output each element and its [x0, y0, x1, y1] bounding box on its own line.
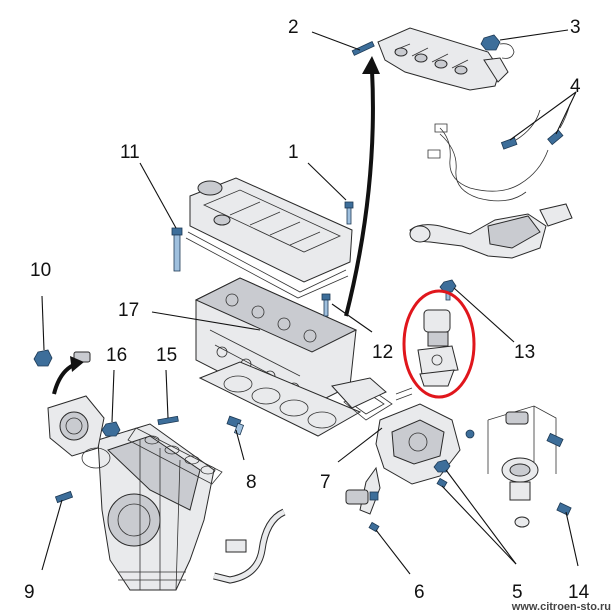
intake-manifold — [97, 423, 215, 591]
head-gasket — [198, 361, 362, 437]
callout-13: 13 — [514, 342, 535, 363]
leader-lines — [41, 29, 579, 575]
oxygen-sensor-harness — [427, 103, 571, 202]
callout-10: 10 — [30, 260, 51, 281]
fitting-16 — [101, 421, 121, 437]
bolt-12 — [321, 293, 331, 317]
coolant-pipe — [213, 508, 286, 584]
exhaust-manifold — [377, 27, 509, 91]
arrow-head-hose — [70, 356, 84, 372]
egr-valve — [417, 309, 459, 387]
stud-15 — [157, 415, 179, 426]
valve-cover-gasket — [185, 231, 349, 299]
bolts-5 — [433, 429, 475, 489]
bolt-6 — [368, 521, 380, 533]
callout-11: 11 — [120, 142, 140, 163]
callout-16: 16 — [106, 345, 127, 366]
callout-15: 15 — [156, 345, 177, 366]
bolt-8 — [226, 415, 245, 436]
arrow-head-top — [362, 56, 380, 74]
throttle-body — [47, 395, 111, 469]
stud-2 — [351, 41, 375, 56]
temperature-sensor — [345, 489, 379, 505]
bracket-plate — [331, 377, 413, 409]
callout-5: 5 — [512, 582, 523, 603]
callout-6: 6 — [414, 582, 425, 603]
callout-3: 3 — [570, 17, 581, 38]
callout-8: 8 — [246, 472, 257, 493]
bolt-1 — [344, 201, 354, 225]
arrow-to-manifold — [344, 69, 375, 317]
nut-3 — [480, 34, 515, 59]
callout-17: 17 — [118, 300, 139, 321]
valve-cover — [189, 177, 353, 283]
callout-1: 1 — [288, 142, 299, 163]
callout-2: 2 — [288, 17, 299, 38]
bolt-9 — [54, 490, 74, 504]
egr-highlight-ring — [402, 289, 476, 399]
callout-7: 7 — [320, 472, 331, 493]
bolt-14 — [556, 502, 572, 516]
intake-gasket — [127, 427, 223, 485]
callout-4: 4 — [570, 76, 581, 97]
egr-pump-assembly — [487, 405, 564, 528]
bolt-11 — [171, 227, 183, 272]
watermark: www.citroen-sto.ru — [511, 601, 611, 613]
callout-9: 9 — [24, 582, 35, 603]
bolt-10 — [33, 349, 53, 367]
callout-12: 12 — [372, 342, 393, 363]
catalytic-converter — [409, 203, 573, 259]
callout-14: 14 — [568, 582, 590, 603]
